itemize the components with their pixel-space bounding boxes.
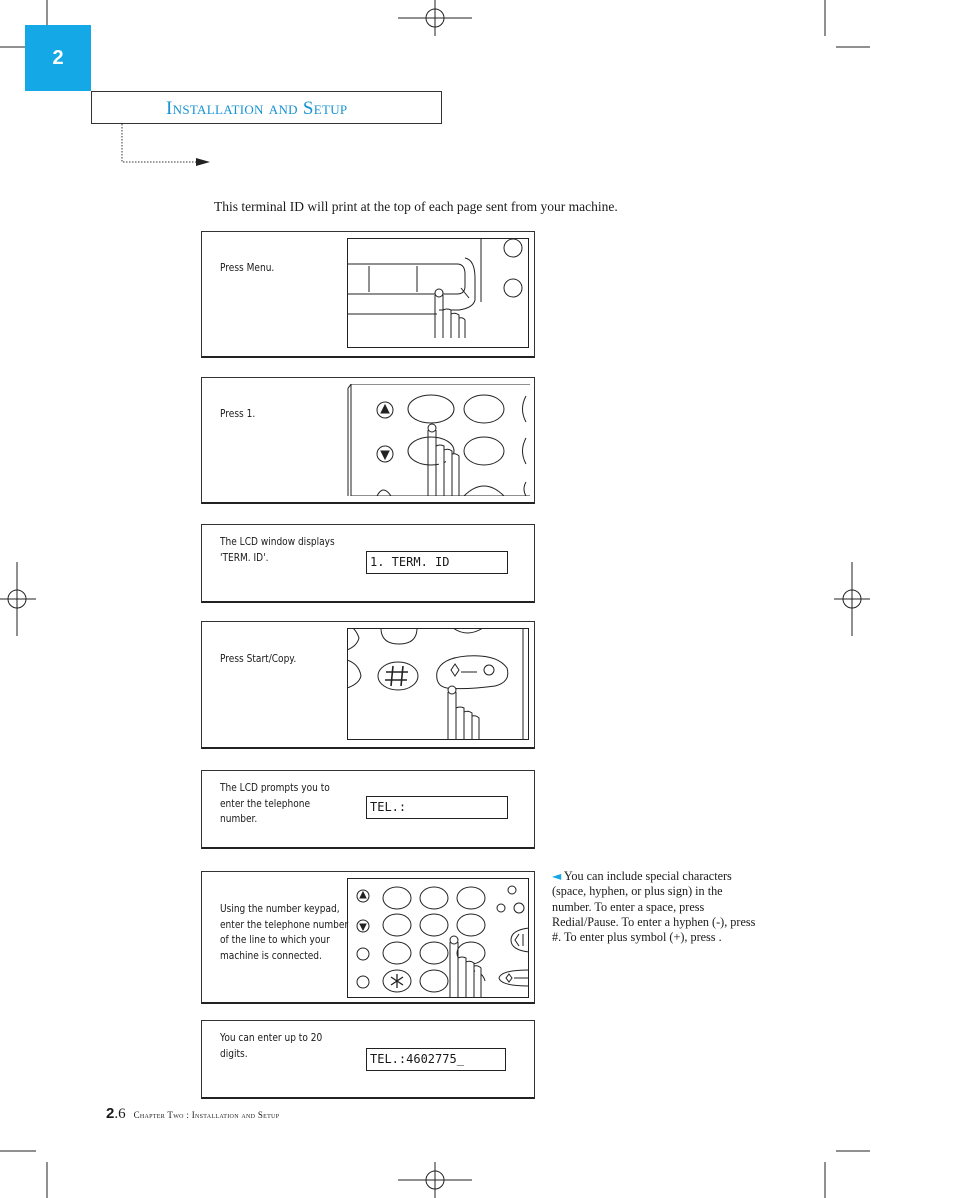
note-text: You can include special characters (spac…	[552, 869, 756, 945]
page-number-minor: .6	[114, 1106, 126, 1122]
page-footer: 2.6 Chapter Two : Installation and Setup	[106, 1105, 279, 1123]
start-copy-button-illustration	[347, 628, 529, 740]
step-press-menu: Press Menu.	[201, 231, 535, 358]
special-characters-note: ◄ You can include special characters (sp…	[552, 869, 764, 945]
page-number-major: 2	[106, 1105, 115, 1122]
lcd-display: TEL.:	[366, 796, 508, 819]
menu-button-illustration	[347, 238, 529, 348]
step-instruction: You can enter up to 20 digits.	[220, 1032, 323, 1060]
step-instruction: Using the number keypad, enter the telep…	[220, 903, 349, 962]
section-pointer-arrow	[121, 124, 210, 166]
step-instruction: The LCD prompts you to enter the telepho…	[220, 782, 330, 825]
intro-text: This terminal ID will print at the top o…	[214, 199, 618, 214]
step-instruction: Press Menu.	[220, 262, 275, 274]
step-press-1: Press 1.	[201, 377, 535, 504]
number-keypad-illustration	[347, 878, 530, 998]
step-instruction: Press Start/Copy.	[220, 653, 297, 665]
lcd-display: 1. TERM. ID	[366, 551, 508, 574]
step-lcd-term-id: The LCD window displays 'TERM. ID'. 1. T…	[201, 524, 535, 603]
step-instruction: Press 1.	[220, 408, 256, 420]
chapter-number-tab: 2	[25, 25, 91, 91]
key-1-illustration	[347, 384, 530, 496]
step-instruction: The LCD window displays 'TERM. ID'.	[220, 536, 335, 564]
note-arrow-icon: ◄	[552, 869, 562, 883]
step-lcd-number-entered: You can enter up to 20 digits. TEL.:4602…	[201, 1020, 535, 1099]
footer-chapter-text: Chapter Two : Installation and Setup	[133, 1110, 280, 1120]
section-title-box: Installation and Setup	[91, 91, 442, 124]
step-lcd-tel-prompt: The LCD prompts you to enter the telepho…	[201, 770, 535, 849]
section-title: Installation and Setup	[166, 98, 348, 119]
step-enter-number: Using the number keypad, enter the telep…	[201, 871, 535, 1004]
step-press-start-copy: Press Start/Copy.	[201, 621, 535, 749]
lcd-display: TEL.:4602775_	[366, 1048, 506, 1071]
